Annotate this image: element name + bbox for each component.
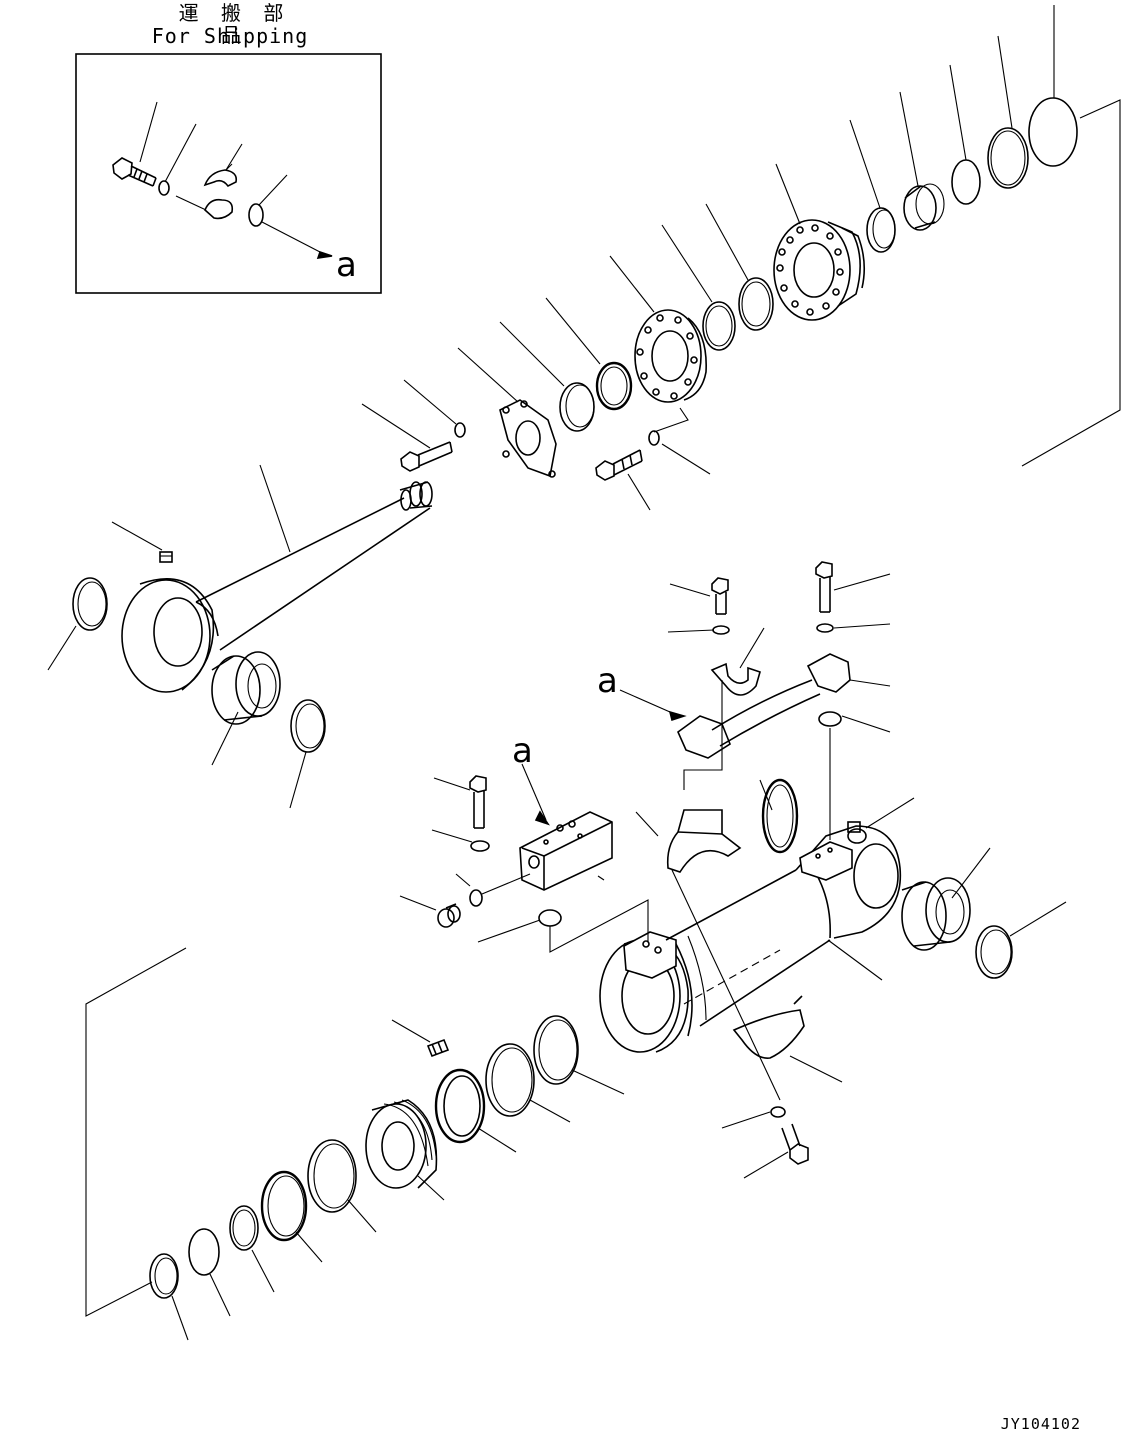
piston-set-screw — [426, 1038, 450, 1058]
valve-block-assembly — [399, 763, 613, 928]
valve-block-bolt — [469, 775, 487, 829]
rod-eye-seal-right — [290, 699, 326, 753]
cylinder-head — [773, 219, 866, 321]
retainer-plate — [499, 399, 557, 478]
inset-clamp — [175, 169, 238, 220]
callout-a-inset: a — [336, 245, 357, 285]
pipe-bolt-2 — [815, 561, 833, 613]
tube-eye-bushing — [901, 847, 991, 951]
retainer-bolt — [400, 441, 453, 472]
tube-grease-nipple — [847, 821, 861, 833]
flange-bolt — [595, 449, 643, 481]
rod-bushing — [903, 183, 945, 231]
top-row-parts — [361, 5, 1121, 511]
cylinder-tube — [599, 797, 915, 1053]
shipping-parts-label-jp: 運 搬 部 品 — [178, 1, 292, 47]
tube-eye-seal — [975, 925, 1013, 979]
lower-row-parts — [85, 947, 625, 1341]
rod-eye-seal-left — [72, 577, 108, 631]
inset-oring — [248, 203, 264, 227]
head-flange — [634, 309, 707, 403]
drawing-number: JY104102 — [1000, 1415, 1081, 1433]
inset-bolt — [112, 157, 157, 187]
rod-eye-bushing — [211, 651, 281, 725]
tube-brackets — [477, 778, 843, 1179]
piston — [365, 1099, 438, 1189]
piping-assembly — [619, 561, 891, 840]
valve-block-plug — [437, 903, 461, 928]
snap-ring — [951, 159, 981, 205]
inset-washer — [158, 180, 170, 196]
rod-grease-nipple — [159, 551, 173, 563]
band-clamp-bolt — [781, 1123, 809, 1165]
callout-a-valve-block: a — [512, 731, 533, 771]
pipe-bolt-1 — [711, 577, 729, 615]
piston-rod — [47, 464, 433, 809]
shipping-parts-label-en: For Shipping — [151, 24, 309, 48]
shipping-inset-box — [75, 53, 382, 294]
dust-seal — [1028, 97, 1078, 167]
callout-a-tube-flange: a — [597, 661, 618, 701]
tube-oring — [761, 778, 799, 854]
